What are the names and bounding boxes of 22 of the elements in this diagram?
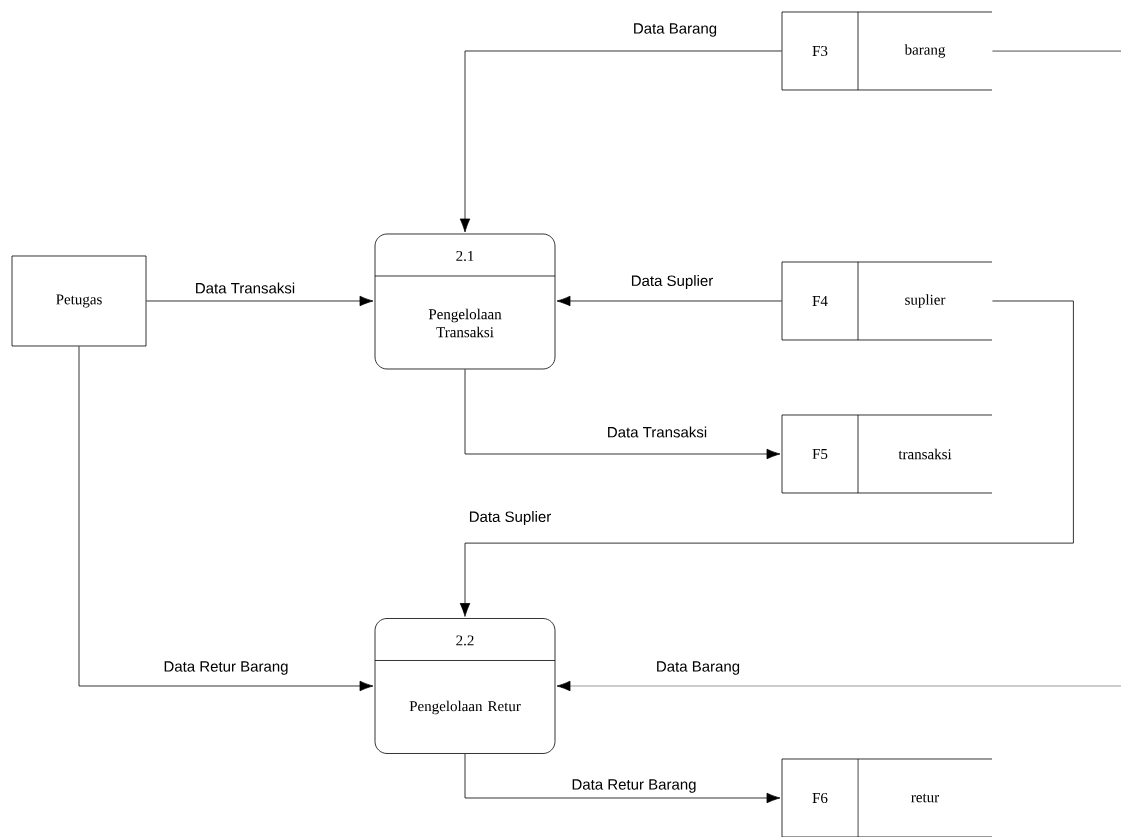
arrow (459, 50, 782, 233)
arrow (464, 369, 781, 460)
edge-label: Data Transaksi (196, 282, 295, 294)
process-box: 2.1 Pengelolaan Transaksi (374, 233, 556, 370)
arrow (556, 295, 782, 307)
data-store: F6 retur (781, 758, 993, 837)
data-store: F4 suplier (781, 261, 993, 341)
data-store: F3 barang (781, 11, 993, 91)
entity-box: Petugas (11, 255, 147, 347)
data-store: F5 transaksi (781, 414, 993, 494)
edge-label: Data Transaksi (608, 426, 707, 438)
edge-label: Data Retur Barang (164, 661, 288, 675)
arrow (78, 346, 374, 692)
edge-label: Data Barang (657, 661, 740, 675)
edge-label: Data Suplier (469, 511, 551, 525)
edge-label: Data Barang (634, 23, 717, 37)
edge-label: Data Suplier (631, 275, 713, 289)
arrow (146, 295, 374, 307)
edge-label: Data Retur Barang (572, 779, 696, 793)
arrow (459, 300, 1074, 617)
arrow (464, 753, 781, 804)
process-box: 2.2 Pengelolaan Retur (374, 618, 556, 754)
